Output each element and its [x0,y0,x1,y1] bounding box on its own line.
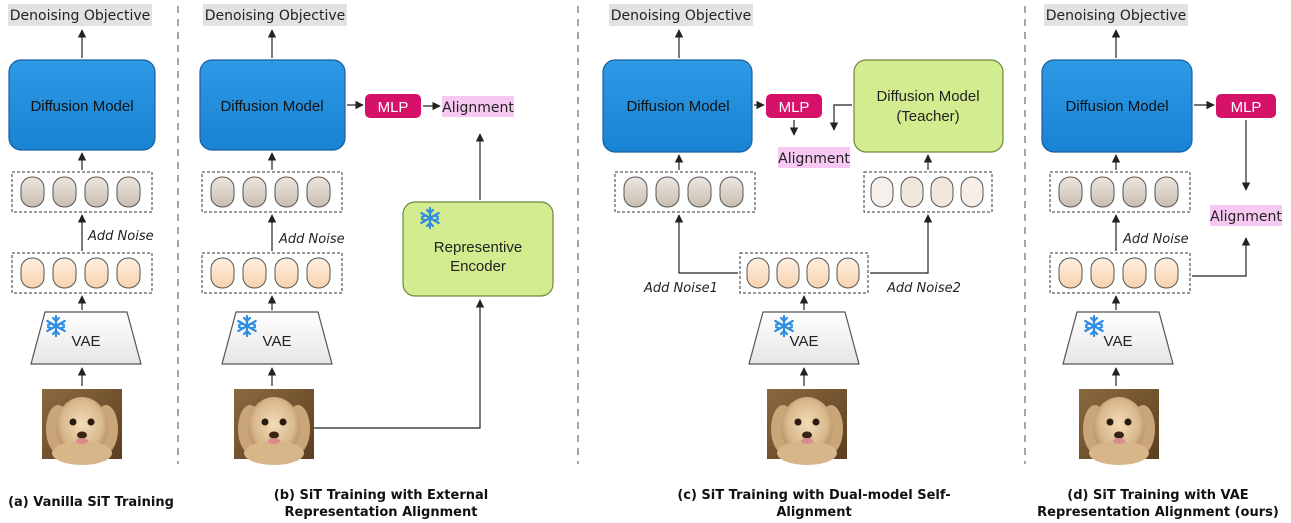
panel-d: Denoising Objective Diffusion Model MLP … [1037,4,1282,520]
diffusion-model-box [1041,59,1193,153]
diffusion-model-box [602,59,753,153]
add-noise2-label: Add Noise2 [886,281,961,296]
noise-token-row [11,252,153,294]
diffusion-model-label: Diffusion Model [626,98,729,115]
caption-line2: Representation Alignment [285,505,478,520]
mlp-label: MLP [1231,99,1262,116]
diffusion-model-label: Diffusion Model [30,98,133,115]
mlp-label: MLP [378,99,409,116]
caption-line1: (d) SiT Training with VAE [1067,488,1248,503]
objective-header-bg [203,4,347,26]
add-noise-label: Add Noise [1122,232,1189,247]
caption-line2: Representation Alignment (ours) [1037,505,1279,520]
caption-line1: (c) SiT Training with Dual-model Self- [677,488,950,503]
caption-line2: Alignment [776,505,851,520]
objective-header-bg [8,4,152,26]
alignment-label: Alignment [442,100,514,116]
dog-image [42,389,122,465]
objective-label: Denoising Objective [1046,8,1187,24]
representive-encoder-box [402,201,554,297]
panel-c: Denoising Objective Diffusion Model MLP … [602,4,1004,520]
encoder-label-line1: Represent​ive [434,239,522,256]
panel-separators [177,6,1026,464]
latent-token-row [614,171,756,213]
vae-label: VAE [790,333,819,350]
objective-label: Denoising Objective [205,8,346,24]
diffusion-model-box [199,59,346,151]
teacher-token-row [863,171,993,213]
diffusion-model-box [8,59,156,151]
vae-label: VAE [263,333,292,350]
latent-token-row [201,171,343,213]
alignment-bg [442,96,514,117]
mlp-box [766,94,822,118]
objective-header-bg [609,4,753,26]
alignment-label: Alignment [1210,209,1282,225]
vae-label: VAE [1104,333,1133,350]
noise-token-row [1049,252,1191,294]
alignment-label: Alignment [778,151,850,167]
diffusion-model-label: Diffusion Model [220,98,323,115]
objective-label: Denoising Objective [10,8,151,24]
alignment-bg [1210,205,1282,226]
panel-b: Denoising Objective Diffusion Model MLP … [199,4,554,520]
add-noise-label: Add Noise [87,229,154,244]
objective-label: Denoising Objective [611,8,752,24]
objective-header-bg [1044,4,1188,26]
mlp-label: MLP [779,99,810,116]
dog-image [234,389,314,465]
latent-token-row [1049,171,1191,213]
add-noise1-label: Add Noise1 [643,281,718,296]
latent-token-row [11,171,153,213]
noise-token-row [201,252,343,294]
alignment-bg [778,147,850,168]
vae-label: VAE [72,333,101,350]
dog-image [767,389,847,465]
teacher-label-line2: (Teacher) [896,108,959,125]
dog-image [1079,389,1159,465]
mlp-box [365,94,421,118]
teacher-model-box [853,59,1004,153]
add-noise-label: Add Noise [278,232,345,247]
diffusion-model-label: Diffusion Model [1065,98,1168,115]
encoder-label-line2: Encoder [450,258,506,275]
panel-a: Denoising Objective Diffusion Model Add … [8,4,174,510]
mlp-box [1216,94,1276,118]
caption-line1: (b) SiT Training with External [274,488,488,503]
noise-token-row [739,252,869,294]
teacher-label-line1: Diffusion Model [876,88,979,105]
caption: (a) Vanilla SiT Training [8,495,174,510]
